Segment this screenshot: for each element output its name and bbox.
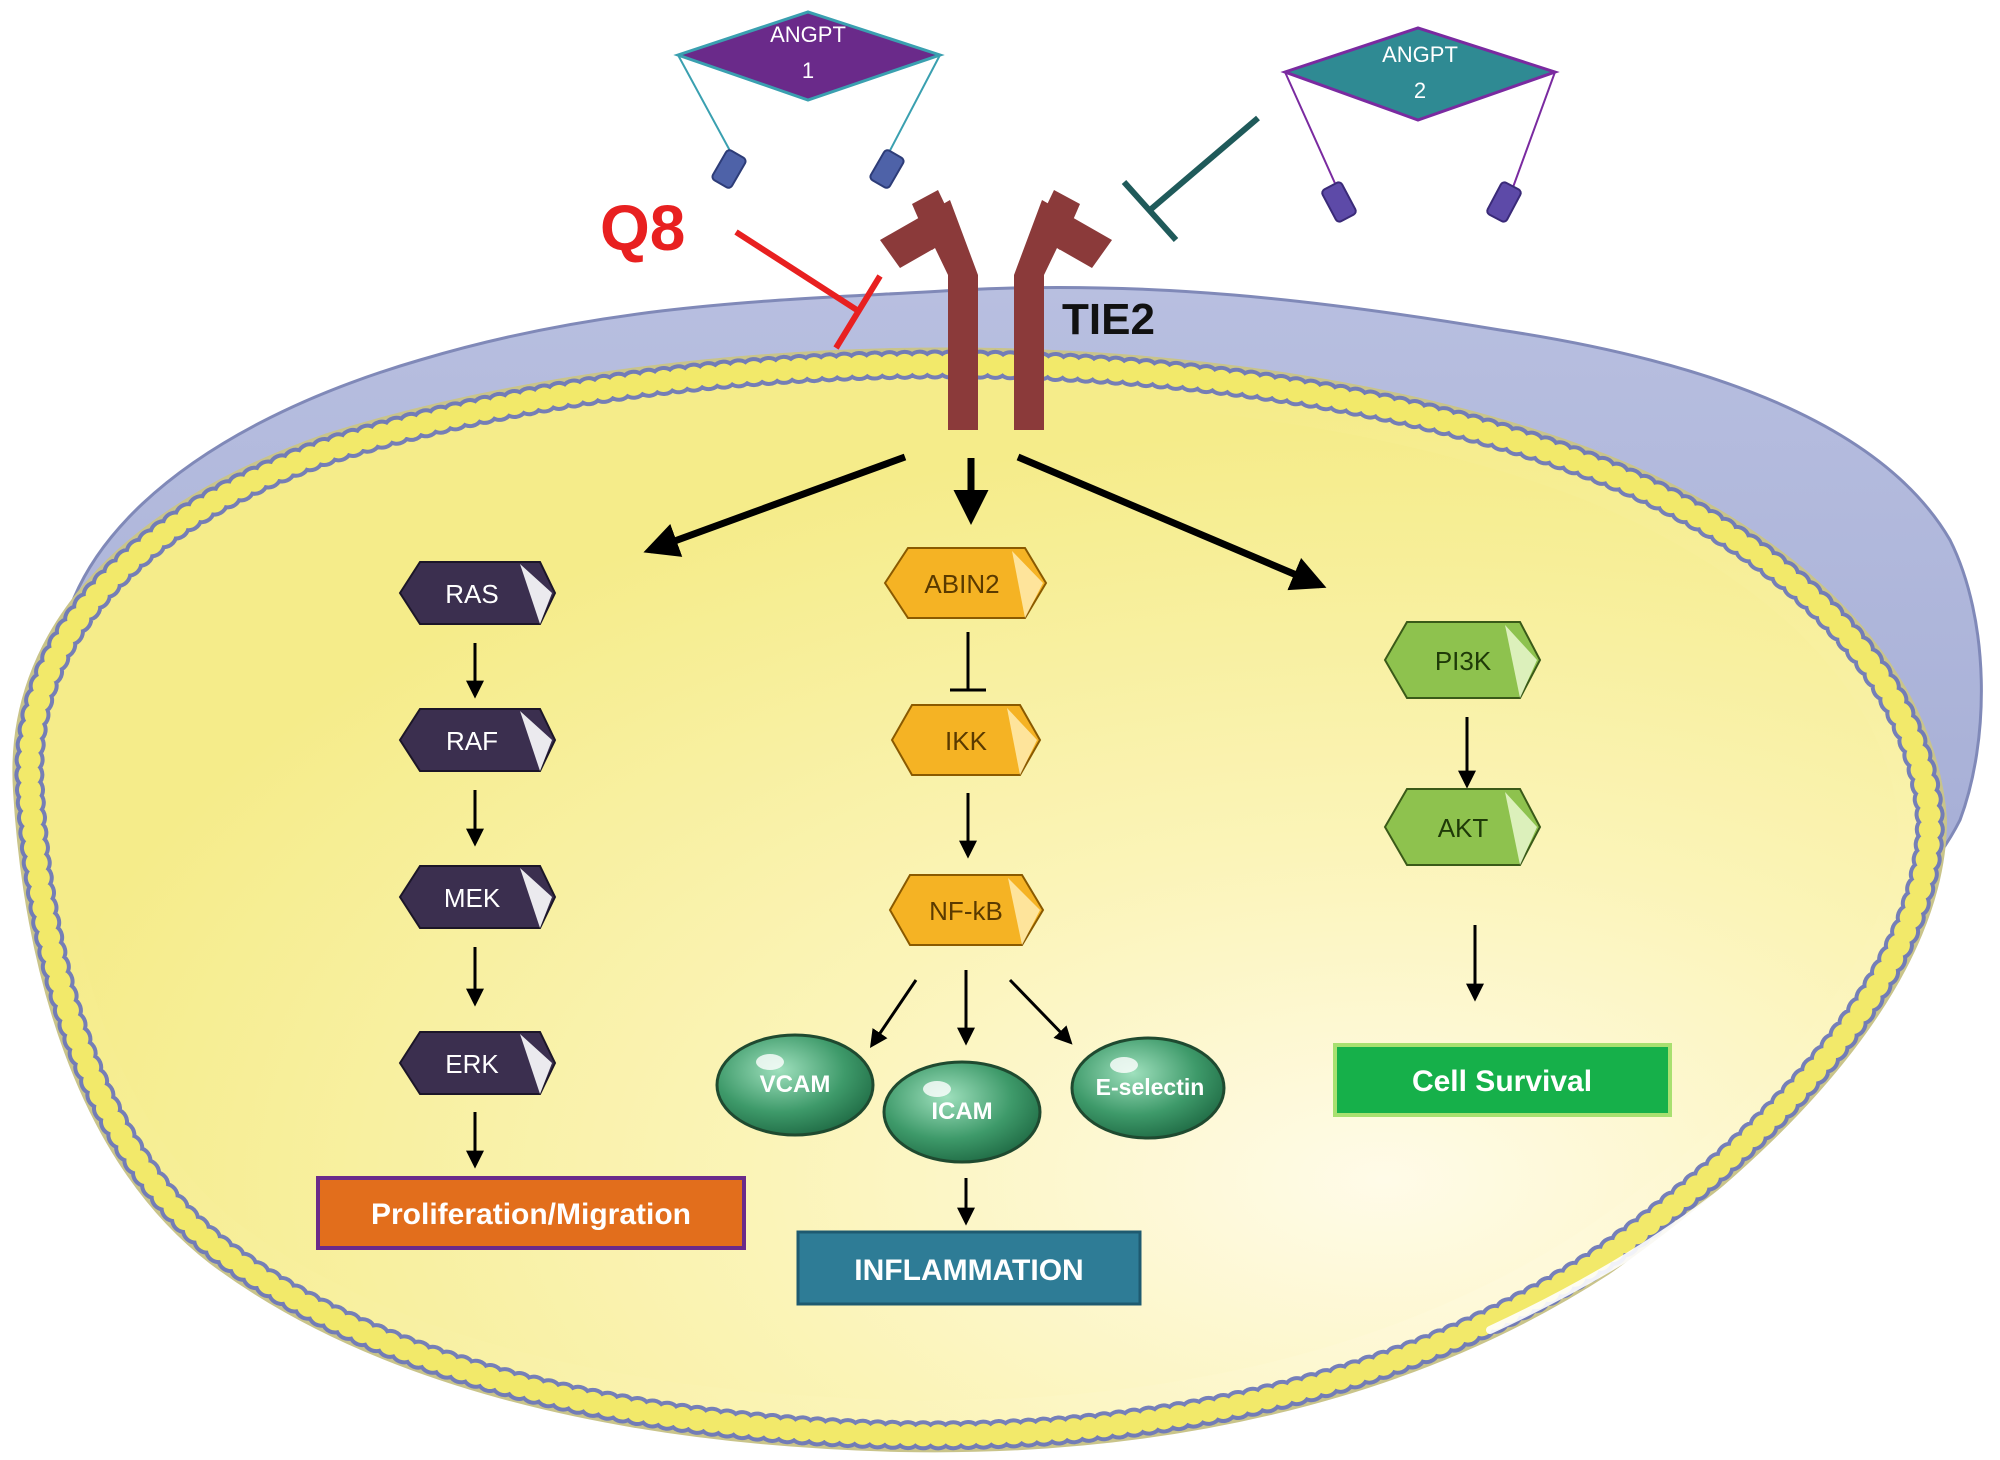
abin2-label: ABIN2: [924, 569, 999, 599]
raf-node: RAF: [398, 708, 557, 772]
inflammation-outcome-box: INFLAMMATION: [796, 1230, 1142, 1306]
nfkb-node: NF-kB: [888, 874, 1045, 946]
angpt2-ligand: ANGPT 2: [1280, 26, 1560, 223]
ikk-label: IKK: [945, 726, 988, 756]
angpt2-label-line2: 2: [1414, 78, 1426, 103]
angpt1-label-line2: 1: [802, 58, 814, 83]
arrow-to-ras-branch: [643, 453, 907, 557]
proliferation-outcome-box: Proliferation/Migration: [316, 1176, 746, 1250]
arrow-to-pi3k-branch: [1016, 453, 1327, 591]
angpt1-ligand: ANGPT 1: [673, 10, 945, 189]
icam-molecule: ICAM: [882, 1060, 1042, 1164]
pi3k-node: PI3K: [1383, 621, 1542, 699]
angpt2-inhibition: [1121, 115, 1260, 243]
arrow-nfkb-eselectin: [1008, 978, 1073, 1045]
abin2-node: ABIN2: [883, 547, 1048, 619]
cell-survival-label: Cell Survival: [1412, 1065, 1592, 1098]
membrane-bead-dots: [18, 353, 1942, 1447]
mek-label: MEK: [444, 883, 501, 913]
akt-node: AKT: [1383, 788, 1542, 866]
right-pathway: PI3K AKT Cell Survival: [1333, 621, 1672, 1117]
pi3k-label: PI3K: [1435, 646, 1492, 676]
left-pathway: RAS RAF MEK ERK Proliferation/Migration: [316, 561, 746, 1250]
eselectin-molecule: E-selectin: [1070, 1036, 1226, 1140]
middle-pathway: ABIN2 IKK NF-kB VCAM ICAM: [715, 547, 1226, 1306]
ikk-node: IKK: [890, 704, 1042, 776]
angpt1-label-line1: ANGPT: [770, 22, 846, 47]
angpt2-label-line1: ANGPT: [1382, 42, 1458, 67]
akt-label: AKT: [1438, 813, 1489, 843]
inflammation-label: INFLAMMATION: [854, 1254, 1083, 1287]
arrow-nfkb-vcam: [869, 979, 918, 1048]
tie2-receptor: TIE2: [880, 190, 1155, 430]
ras-label: RAS: [445, 579, 498, 609]
vcam-molecule: VCAM: [715, 1033, 875, 1137]
proliferation-label: Proliferation/Migration: [371, 1198, 691, 1231]
erk-node: ERK: [398, 1031, 557, 1095]
q8-inhibitor: Q8: [600, 192, 883, 350]
cell-survival-outcome-box: Cell Survival: [1333, 1043, 1672, 1117]
q8-label: Q8: [600, 192, 685, 264]
ras-node: RAS: [398, 561, 557, 625]
vcam-label: VCAM: [760, 1071, 831, 1098]
eselectin-label: E-selectin: [1096, 1074, 1205, 1100]
raf-label: RAF: [446, 726, 498, 756]
tie2-label: TIE2: [1062, 295, 1155, 344]
erk-label: ERK: [445, 1049, 499, 1079]
nfkb-label: NF-kB: [929, 896, 1003, 926]
cytoplasm-highlight: [1486, 1116, 1804, 1334]
icam-label: ICAM: [931, 1098, 992, 1125]
mek-node: MEK: [398, 865, 557, 929]
